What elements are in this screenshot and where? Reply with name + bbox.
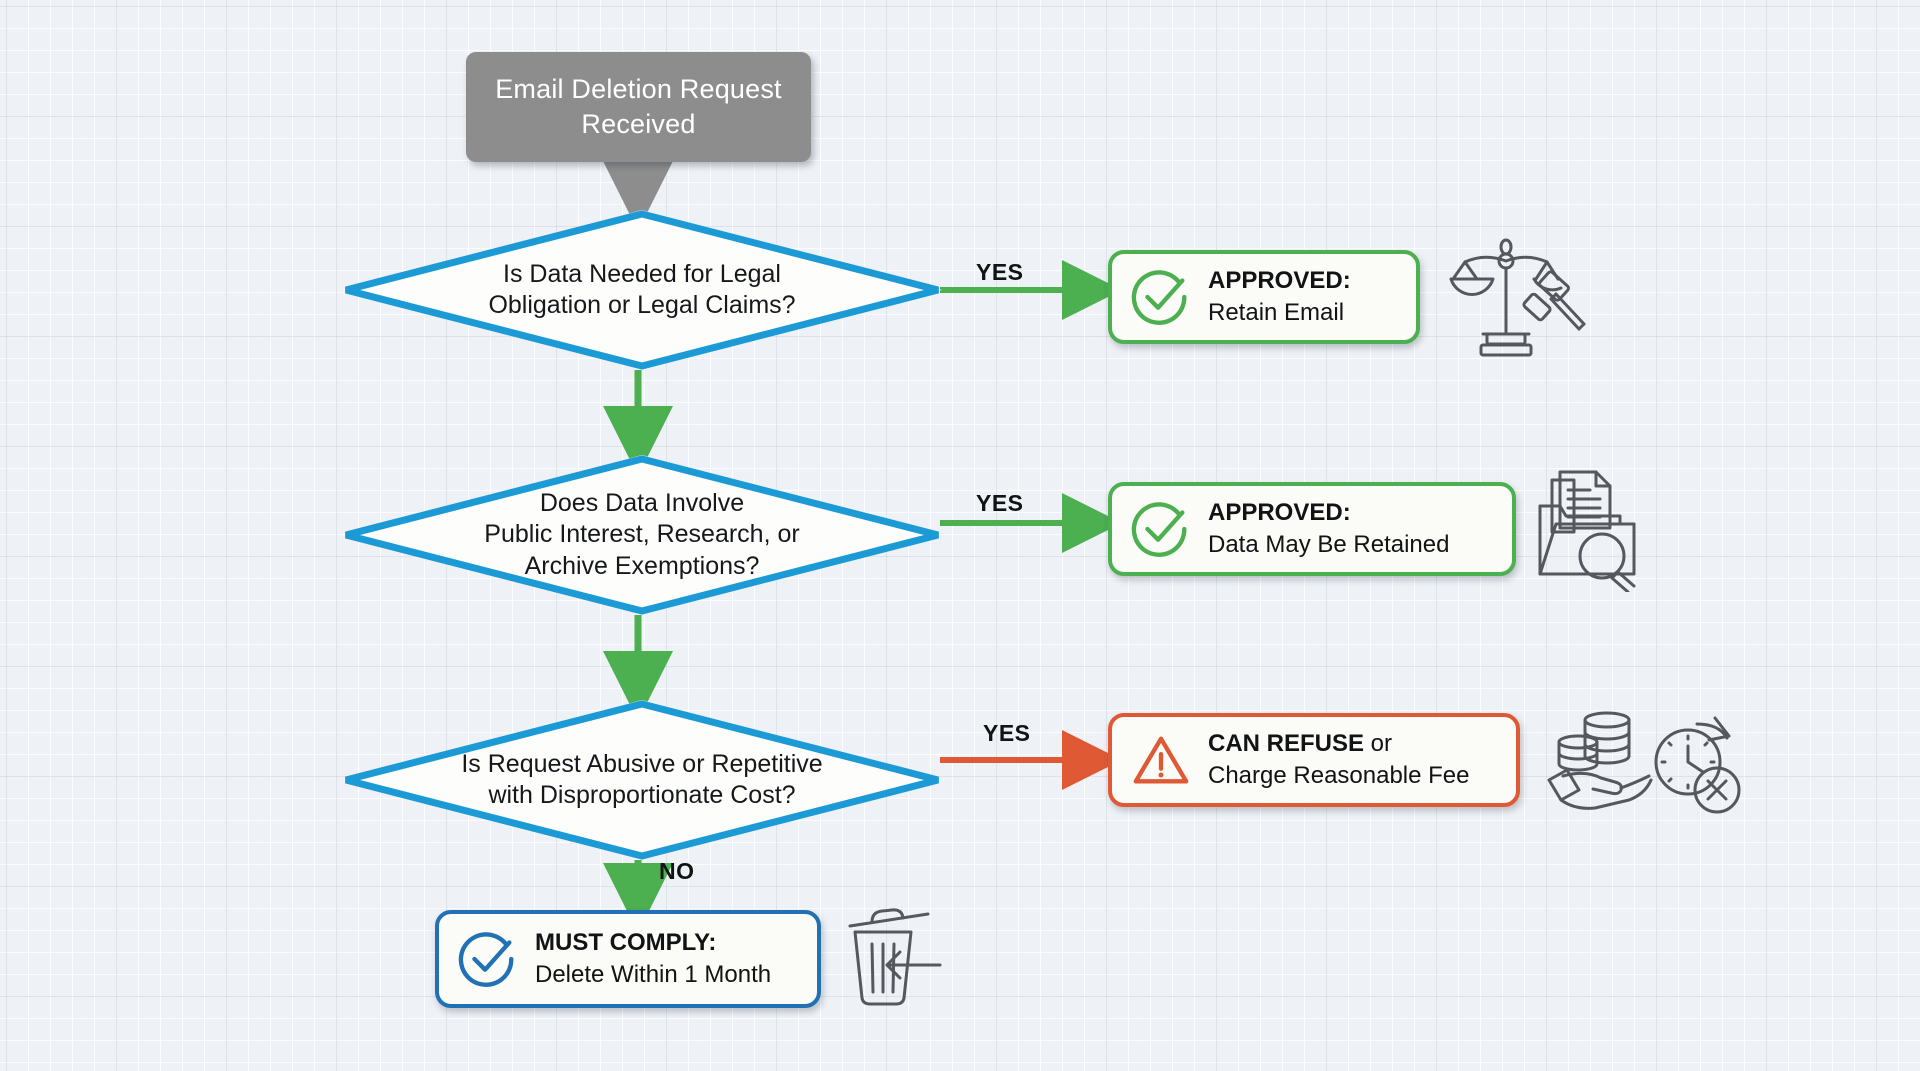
- decision-outline: [345, 455, 939, 615]
- decision-node-legal-obligation[interactable]: Is Data Needed for Legal Obligation or L…: [342, 210, 942, 370]
- outcome-title-line: CAN REFUSE or: [1208, 728, 1470, 760]
- branch-label-no-1: NO: [659, 858, 695, 884]
- decision-label: Is Data Needed for Legal Obligation or L…: [488, 259, 796, 320]
- outcome-text: CAN REFUSE or Charge Reasonable Fee: [1208, 728, 1470, 791]
- outcome-text: MUST COMPLY: Delete Within 1 Month: [535, 927, 771, 990]
- branch-label-yes-3: YES: [983, 720, 1031, 746]
- decision-outline: [345, 700, 939, 860]
- outcome-can-refuse[interactable]: CAN REFUSE or Charge Reasonable Fee: [1108, 713, 1520, 807]
- check-circle-icon: [458, 932, 514, 987]
- decision-node-abusive-request[interactable]: Is Request Abusive or Repetitive with Di…: [342, 700, 942, 860]
- outcome-detail: Charge Reasonable Fee: [1208, 762, 1470, 789]
- decision-node-public-interest[interactable]: Does Data Involve Public Interest, Resea…: [342, 455, 942, 615]
- decision-label: Is Request Abusive or Repetitive with Di…: [461, 749, 823, 810]
- check-circle-icon: [1131, 502, 1187, 557]
- outcome-text: APPROVED: Retain Email: [1208, 265, 1351, 328]
- outcome-title: APPROVED:: [1208, 499, 1351, 527]
- outcome-detail: Retain Email: [1208, 299, 1345, 326]
- outcome-must-comply[interactable]: MUST COMPLY: Delete Within 1 Month: [435, 910, 821, 1008]
- outcome-data-retained[interactable]: APPROVED: Data May Be Retained: [1108, 482, 1516, 576]
- start-node[interactable]: Email Deletion Request Received: [466, 52, 811, 162]
- decision-outline: [345, 210, 939, 370]
- hand-coins-clock-cancel-icon: [1547, 711, 1741, 814]
- outcome-title-suffix: or: [1364, 730, 1393, 758]
- outcome-detail: Delete Within 1 Month: [535, 961, 772, 988]
- scales-of-justice-gavel-icon: [1449, 238, 1586, 357]
- outcome-title: MUST COMPLY:: [535, 929, 717, 957]
- trash-can-arrow-icon: [848, 908, 942, 1006]
- decision-label: Does Data Involve Public Interest, Resea…: [484, 488, 800, 580]
- check-circle-icon: [1131, 270, 1187, 325]
- start-node-label: Email Deletion Request Received: [495, 74, 782, 139]
- outcome-detail: Data May Be Retained: [1208, 531, 1450, 558]
- folder-documents-magnifier-icon: [1538, 470, 1636, 592]
- outcome-title: APPROVED:: [1208, 267, 1351, 295]
- outcome-title: CAN REFUSE: [1208, 730, 1365, 758]
- warning-triangle-icon: [1133, 736, 1189, 784]
- branch-label-yes-2: YES: [976, 490, 1024, 516]
- outcome-text: APPROVED: Data May Be Retained: [1208, 497, 1449, 560]
- branch-label-yes-1: YES: [976, 259, 1024, 285]
- outcome-retain-email[interactable]: APPROVED: Retain Email: [1108, 250, 1420, 344]
